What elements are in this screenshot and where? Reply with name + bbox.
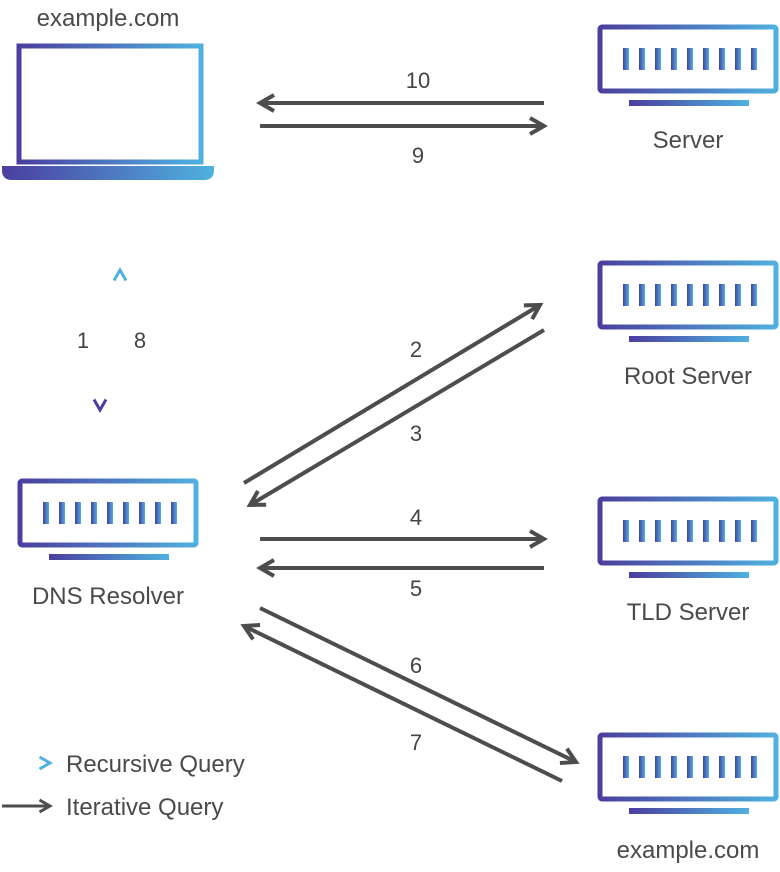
dns-resolver-icon — [17, 478, 199, 560]
server-label: Server — [653, 127, 724, 154]
root-server-label: Root Server — [624, 363, 752, 390]
step-5-label: 5 — [410, 576, 422, 601]
root-server-icon — [597, 260, 779, 342]
server-icon — [597, 24, 779, 106]
arrow-step-7 — [240, 622, 563, 783]
step-3-label: 3 — [410, 421, 422, 446]
legend-recursive-label: Recursive Query — [66, 751, 245, 778]
step-7-label: 7 — [410, 730, 422, 755]
client-label: example.com — [37, 5, 180, 32]
tld-server-icon — [597, 496, 779, 578]
step-2-label: 2 — [410, 337, 422, 362]
authoritative-server-label: example.com — [617, 837, 760, 864]
legend: Recursive Query Iterative Query — [2, 751, 245, 821]
step-4-label: 4 — [410, 505, 422, 530]
arrow-step-2 — [242, 302, 544, 485]
step-9-label: 9 — [412, 143, 424, 168]
step-10-label: 10 — [406, 68, 430, 93]
laptop-icon — [2, 43, 214, 180]
arrow-step-6 — [259, 606, 580, 766]
tld-server-label: TLD Server — [627, 599, 750, 626]
step-8-label: 8 — [134, 328, 146, 353]
arrow-step-3 — [246, 328, 546, 508]
dns-resolver-label: DNS Resolver — [32, 583, 184, 610]
step-6-label: 6 — [410, 653, 422, 678]
authoritative-server-icon — [597, 732, 779, 814]
legend-iterative-label: Iterative Query — [66, 794, 223, 821]
step-1-label: 1 — [77, 328, 89, 353]
